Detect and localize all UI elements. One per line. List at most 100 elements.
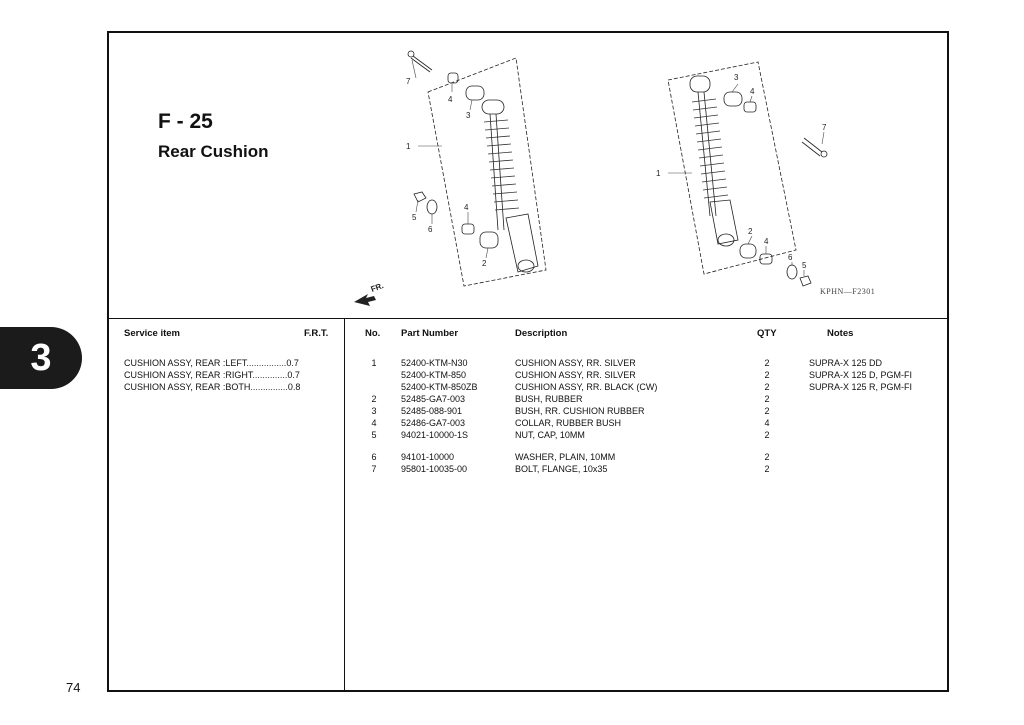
callout: 6 xyxy=(788,253,793,262)
part-description: CUSHION ASSY, RR. SILVER xyxy=(515,370,636,380)
part-description: BUSH, RUBBER xyxy=(515,394,583,404)
callout: 7 xyxy=(406,77,411,86)
frt-value: 0.7 xyxy=(286,358,299,368)
part-qty: 2 xyxy=(764,358,770,368)
no-header: No. xyxy=(365,328,381,339)
callout: 5 xyxy=(802,261,807,270)
part-number: 94101-10000 xyxy=(401,452,455,462)
callout: 3 xyxy=(734,73,739,82)
right-collar-4 xyxy=(743,101,757,113)
front-label: FR. xyxy=(370,281,385,294)
part-number: 52485-088-901 xyxy=(401,406,463,416)
part-number: 52485-GA7-003 xyxy=(401,394,466,404)
right-bush-3 xyxy=(723,91,743,107)
callout: 6 xyxy=(428,225,433,234)
service-row: CUSHION ASSY, REAR :BOTH...............0… xyxy=(124,382,300,392)
description-header: Description xyxy=(515,328,568,339)
part-number-header: Part Number xyxy=(401,328,459,339)
callout: 1 xyxy=(406,142,411,151)
right-assembly-outline xyxy=(667,61,797,275)
right-bush-2 xyxy=(739,243,757,259)
part-description: WASHER, PLAIN, 10MM xyxy=(515,452,616,462)
part-description: CUSHION ASSY, RR. BLACK (CW) xyxy=(515,382,658,392)
part-number: 95801-10035-00 xyxy=(401,464,468,474)
callout: 4 xyxy=(764,237,769,246)
part-description: BUSH, RR. CUSHION RUBBER xyxy=(515,406,645,416)
frt-value: 0.8 xyxy=(287,382,301,392)
callout: 3 xyxy=(466,111,471,120)
part-qty: 2 xyxy=(764,464,770,474)
left-bolt-7 xyxy=(407,50,433,73)
callout: 7 xyxy=(822,123,827,132)
callout: 1 xyxy=(656,169,661,178)
service-name: CUSHION ASSY, REAR :RIGHT xyxy=(124,370,253,380)
service-row: CUSHION ASSY, REAR :RIGHT..............0… xyxy=(124,370,300,380)
part-qty: 2 xyxy=(764,382,770,392)
service-row: CUSHION ASSY, REAR :LEFT................… xyxy=(124,358,299,368)
part-notes: SUPRA-X 125 R, PGM-FI xyxy=(809,382,913,392)
right-shock-absorber xyxy=(689,75,739,247)
callout: 4 xyxy=(448,95,453,104)
part-number: 52400-KTM-850 xyxy=(401,370,467,380)
left-assembly-outline xyxy=(427,57,547,287)
part-number: 94021-10000-1S xyxy=(401,430,469,440)
part-number: 52400-KTM-850ZB xyxy=(401,382,478,392)
part-description: BOLT, FLANGE, 10x35 xyxy=(515,464,608,474)
service-item-header: Service item xyxy=(124,328,180,339)
part-no: 5 xyxy=(371,430,377,440)
callout: 2 xyxy=(748,227,753,236)
part-no: 7 xyxy=(371,464,377,474)
left-collar-4 xyxy=(447,72,459,84)
column-divider xyxy=(344,318,345,692)
part-no: 6 xyxy=(371,452,377,462)
left-bush-3 xyxy=(465,85,485,101)
callout: 4 xyxy=(464,203,469,212)
part-description: COLLAR, RUBBER BUSH xyxy=(515,418,622,428)
exploded-parts-diagram: FR. 7 4 3 1 5 6 4 2 3 4 7 1 2 4 6 5 xyxy=(354,50,828,306)
chapter-tab: 3 xyxy=(0,327,82,389)
left-washer-6 xyxy=(426,199,438,215)
left-collar-4b xyxy=(461,223,475,235)
part-qty: 2 xyxy=(764,430,770,440)
right-washer-6 xyxy=(786,264,798,280)
frt-header: F.R.T. xyxy=(304,328,329,339)
part-description: NUT, CAP, 10MM xyxy=(515,430,585,440)
frt-value: 0.7 xyxy=(287,370,300,380)
front-arrow-icon xyxy=(354,294,376,306)
part-description: CUSHION ASSY, RR. SILVER xyxy=(515,358,636,368)
service-name: CUSHION ASSY, REAR :BOTH xyxy=(124,382,251,392)
part-qty: 2 xyxy=(764,406,770,416)
section-title: Rear Cushion xyxy=(158,142,269,161)
page-frame xyxy=(107,31,949,692)
part-qty: 4 xyxy=(764,418,770,428)
diagram-code: KPHN—F2301 xyxy=(820,287,876,296)
part-no: 1 xyxy=(371,358,377,368)
callout: 4 xyxy=(750,87,755,96)
part-number: 52400-KTM-N30 xyxy=(401,358,468,368)
notes-header: Notes xyxy=(827,328,854,339)
right-nut-5 xyxy=(799,275,812,287)
table-top-divider xyxy=(107,318,949,319)
part-no: 2 xyxy=(371,394,377,404)
leader-dots: ............... xyxy=(250,382,288,392)
part-no: 3 xyxy=(371,406,377,416)
part-number: 52486-GA7-003 xyxy=(401,418,466,428)
left-shock-absorber xyxy=(481,99,539,273)
part-notes: SUPRA-X 125 DD xyxy=(809,358,883,368)
page-number: 74 xyxy=(66,680,81,695)
part-qty: 2 xyxy=(764,370,770,380)
callout: 5 xyxy=(412,213,417,222)
left-nut-5 xyxy=(413,191,427,203)
part-notes: SUPRA-X 125 D, PGM-FI xyxy=(809,370,913,380)
right-bolt-7 xyxy=(801,137,828,158)
qty-header: QTY xyxy=(757,328,777,339)
service-name: CUSHION ASSY, REAR :LEFT xyxy=(124,358,247,368)
leader-dots: ................ xyxy=(246,358,287,368)
part-qty: 2 xyxy=(764,394,770,404)
left-bush-2 xyxy=(479,231,499,249)
part-qty: 2 xyxy=(764,452,770,462)
leader-dots: .............. xyxy=(252,370,288,380)
part-no: 4 xyxy=(371,418,377,428)
section-code: F - 25 xyxy=(158,110,213,133)
callout: 2 xyxy=(482,259,487,268)
